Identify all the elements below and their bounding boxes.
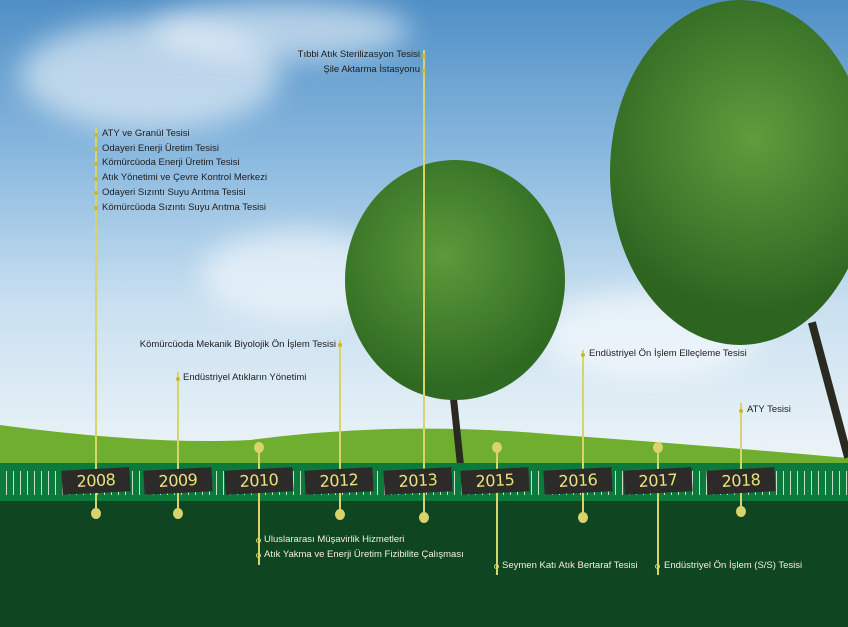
milestone-item: Tıbbi Atık Sterilizasyon Tesisi: [297, 49, 420, 60]
marker-dot: [653, 442, 663, 453]
cloud: [150, 0, 410, 60]
year-label-2015: 2015: [460, 467, 530, 495]
connector-line: [657, 447, 659, 575]
milestone-item: Kömürcüoda Mekanik Biyolojik Ön İşlem Te…: [139, 339, 336, 350]
marker-dot: [254, 442, 264, 453]
bullet-icon: [494, 564, 499, 569]
milestone-item: Kömürcüoda Enerji Üretim Tesisi: [102, 157, 240, 169]
marker-dot: [492, 442, 502, 453]
connector-line: [95, 128, 97, 513]
bullet-icon: [422, 69, 426, 73]
marker-dot: [335, 509, 345, 520]
bullet-icon: [94, 147, 98, 151]
milestone-item: Endüstriyel Ön İşlem (S/S) Tesisi: [664, 560, 803, 571]
bullet-icon: [94, 177, 98, 181]
connector-line: [740, 403, 742, 512]
milestone-item: Odayeri Sızıntı Suyu Arıtma Tesisi: [102, 186, 246, 198]
bullet-icon: [94, 191, 98, 195]
milestone-item: Uluslararası Müşavirlik Hizmetleri: [264, 534, 405, 545]
milestone-item: ATY ve Granül Tesisi: [102, 128, 190, 139]
milestone-item: Seymen Katı Atık Bertaraf Tesisi: [502, 560, 638, 571]
year-label-2012: 2012: [304, 467, 374, 495]
year-label-2008: 2008: [61, 467, 131, 495]
year-label-2013: 2013: [383, 467, 453, 495]
bullet-icon: [256, 553, 261, 558]
milestone-item: Kömürcüoda Sızıntı Suyu Arıtma Tesisi: [102, 201, 267, 213]
bullet-icon: [422, 54, 426, 58]
milestone-item: Odayeri Enerji Üretim Tesisi: [102, 142, 220, 154]
bullet-icon: [581, 353, 585, 357]
milestone-item: Atık Yönetimi ve Çevre Kontrol Merkezi: [102, 172, 268, 184]
tree-right: [610, 0, 848, 345]
connector-line: [582, 350, 584, 517]
marker-dot: [91, 508, 101, 519]
milestone-item: ATY Tesisi: [747, 404, 791, 415]
milestone-list-2008: ATY ve Granül Tesisi Odayeri Enerji Üret…: [102, 127, 267, 215]
bullet-icon: [94, 162, 98, 166]
bullet-icon: [655, 564, 660, 569]
bullet-icon: [94, 206, 98, 210]
year-label-2018: 2018: [706, 467, 776, 495]
connector-line: [258, 447, 260, 565]
marker-dot: [419, 512, 429, 523]
bullet-icon: [94, 133, 98, 137]
marker-dot: [578, 512, 588, 523]
bullet-icon: [256, 538, 261, 543]
year-label-2017: 2017: [623, 467, 693, 495]
milestone-item: Endüstriyel Ön İşlem Elleçleme Tesisi: [589, 348, 747, 359]
marker-dot: [736, 506, 746, 517]
bullet-icon: [176, 377, 180, 381]
bullet-icon: [739, 409, 743, 413]
connector-line: [423, 50, 425, 517]
year-label-2010: 2010: [224, 467, 294, 495]
tree-center: [345, 160, 565, 400]
milestone-list-2010: Uluslararası Müşavirlik Hizmetleri Atık …: [264, 533, 464, 562]
connector-line: [339, 340, 341, 514]
milestone-item: Şile Aktarma İstasyonu: [323, 63, 420, 75]
marker-dot: [173, 508, 183, 519]
year-label-2016: 2016: [543, 467, 613, 495]
milestone-item: Endüstriyel Atıkların Yönetimi: [183, 372, 307, 383]
connector-line: [496, 447, 498, 575]
bullet-icon: [338, 343, 342, 347]
connector-line: [177, 372, 179, 513]
milestone-list-2013: Tıbbi Atık Sterilizasyon Tesisi Şile Akt…: [298, 48, 420, 77]
milestone-item: Atık Yakma ve Enerji Üretim Fizibilite Ç…: [264, 548, 464, 560]
year-label-2009: 2009: [143, 467, 213, 495]
